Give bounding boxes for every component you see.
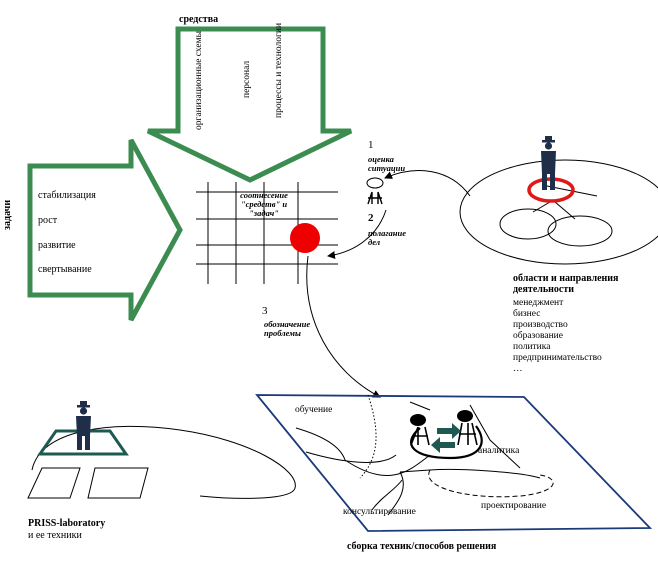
situation-small-ellipse: [366, 177, 384, 189]
exchange-arrows-icon: [431, 423, 461, 453]
small-person-icon: [367, 191, 383, 205]
grid-label: соотнесение "средств" и "задач": [240, 190, 288, 218]
zadachi-item-shutdown: свертывание: [38, 264, 92, 275]
zadachi-right-arrow: [27, 138, 183, 322]
priss-title: PRISS-laboratory: [28, 518, 106, 529]
areas-item-business: бизнес: [513, 309, 541, 319]
zadachi-title: задачи: [2, 199, 13, 230]
areas-item-politics: политика: [513, 342, 551, 352]
zadachi-item-growth: рост: [38, 215, 58, 226]
step-3-label: обозначение проблемы: [264, 319, 311, 339]
person-figure-icon: [541, 136, 556, 190]
areas-item-management: менеджмент: [513, 298, 564, 308]
technique-consulting: консультирование: [343, 507, 416, 517]
areas-ellipses: [459, 159, 658, 265]
zadachi-item-stabilization: стабилизация: [38, 190, 96, 201]
sredstva-item-staff: персонал: [242, 60, 252, 98]
analysts-group: [409, 401, 483, 460]
areas-item-education: образование: [513, 331, 563, 341]
sredstva-item-org: организационные схемы: [194, 30, 204, 130]
areas-item-entrepreneurship: предпринимательство: [513, 353, 602, 363]
arrow-grid-to-techniques: [306, 255, 381, 398]
step-1-label: оценка ситуации: [368, 154, 406, 174]
techniques-curves: [295, 394, 554, 516]
priss-subtitle: и ее техники: [28, 530, 82, 541]
step-1-number: 1: [368, 139, 374, 151]
areas-title: области и направления деятельности: [513, 273, 619, 295]
arrow-areas-to-situation: [384, 170, 471, 197]
techniques-plane: [255, 394, 653, 532]
technique-design: проектирование: [481, 501, 547, 511]
step-3-number: 3: [262, 305, 268, 317]
arrow-situation-to-grid: [327, 209, 387, 259]
priss-person-icon: [76, 401, 91, 450]
techniques-title: сборка техник/способов решения: [347, 541, 497, 552]
technique-analytics: аналитика: [478, 446, 520, 456]
areas-item-ellipsis: …: [513, 364, 523, 374]
priss-platform: [37, 429, 129, 456]
areas-item-production: производство: [513, 320, 568, 330]
problem-red-circle: [290, 223, 320, 253]
technique-training: обучение: [295, 405, 333, 415]
sredstva-title: средства: [179, 14, 219, 25]
priss-diagram: [27, 425, 296, 499]
step-2-label: полагание дел: [368, 228, 406, 248]
step-2-number: 2: [368, 212, 374, 224]
sredstva-down-arrow: [146, 26, 353, 183]
zadachi-item-development: развитие: [38, 240, 76, 251]
sredstva-item-processes: процессы и технологии: [274, 22, 284, 118]
